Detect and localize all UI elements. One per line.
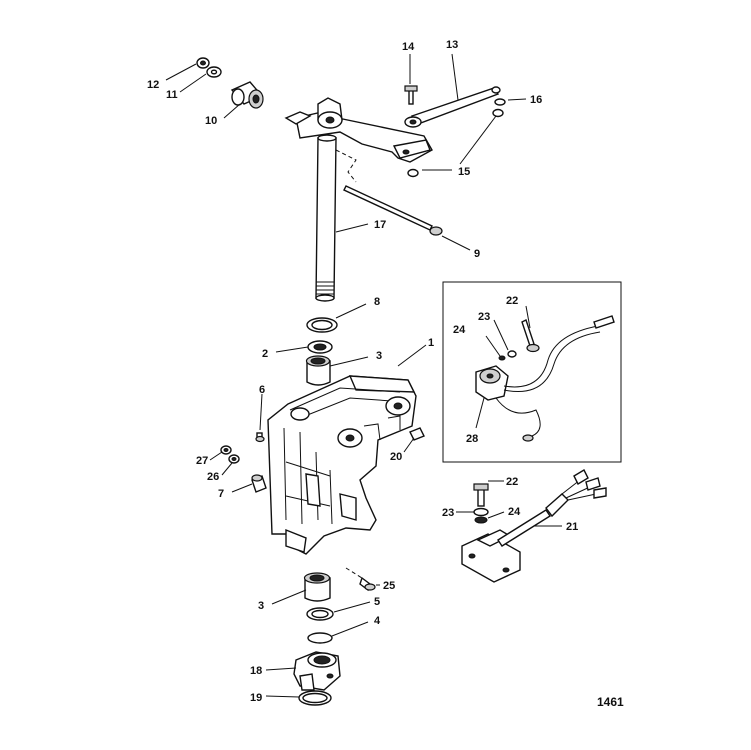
callout-15a: 15 — [458, 166, 470, 178]
callout-3a: 3 — [376, 350, 382, 362]
ring-part-4 — [307, 632, 333, 644]
callout-5: 5 — [374, 596, 380, 608]
callout-25: 25 — [383, 580, 395, 592]
callout-10: 10 — [205, 115, 217, 127]
callout-28: 28 — [466, 433, 478, 445]
callout-13: 13 — [446, 39, 458, 51]
callout-2: 2 — [262, 348, 268, 360]
washer-part-5 — [306, 607, 334, 621]
callout-18: 18 — [250, 665, 262, 677]
nut-hole-27 — [223, 448, 229, 452]
pin-part-7 — [251, 474, 267, 493]
nut-hole-15a — [409, 119, 417, 125]
callout-1: 1 — [428, 337, 434, 349]
fitting-part-20 — [409, 427, 425, 441]
callout-14: 14 — [402, 41, 415, 53]
callout-6: 6 — [259, 384, 265, 396]
washer-part-11 — [206, 66, 222, 78]
inset-box — [442, 281, 622, 463]
callout-3b: 3 — [258, 600, 264, 612]
callout-labels: 1 2 3 3 4 5 6 7 8 9 10 11 12 13 14 15 15… — [147, 39, 624, 709]
callout-27: 27 — [196, 455, 208, 467]
callout-4: 4 — [374, 615, 381, 627]
sender-part-21 — [461, 469, 607, 583]
callout-23a: 23 — [478, 311, 490, 323]
figure-number: 1461 — [597, 695, 624, 709]
callout-17: 17 — [374, 219, 386, 231]
callout-16: 16 — [530, 94, 542, 106]
callout-8: 8 — [374, 296, 380, 308]
switch-part-28 — [475, 315, 615, 442]
bushing-part-3-lower — [303, 572, 331, 602]
swivel-bracket-part-1 — [267, 375, 417, 555]
steering-arm — [284, 97, 433, 183]
callout-21: 21 — [566, 521, 578, 533]
leader-lines — [165, 53, 562, 698]
long-bolt-part-9 — [343, 185, 443, 236]
callout-20: 20 — [390, 451, 402, 463]
callout-9: 9 — [474, 248, 480, 260]
washer-part-24 — [474, 516, 488, 524]
washer-part-16 — [494, 98, 506, 106]
screw-part-22 — [473, 483, 489, 507]
washer-part-24-inset — [498, 355, 506, 361]
callout-26: 26 — [207, 471, 219, 483]
washer-part-23 — [473, 507, 489, 517]
ring-part-19 — [298, 690, 332, 706]
seal-part-2 — [307, 340, 333, 354]
washer-part-23-inset — [507, 350, 517, 358]
callout-11: 11 — [166, 89, 178, 101]
callout-24b: 24 — [508, 506, 521, 518]
callout-19: 19 — [250, 692, 262, 704]
nut-part-15b — [492, 108, 504, 118]
callout-12: 12 — [147, 79, 159, 91]
screw-part-22-inset — [521, 319, 540, 353]
link-rod-part-13 — [410, 86, 501, 125]
fitting-part-6 — [255, 432, 265, 443]
callout-7: 7 — [218, 488, 224, 500]
bushing-part-10 — [230, 81, 264, 109]
callout-22b: 22 — [506, 476, 518, 488]
washer-hole-26 — [231, 457, 237, 461]
bolt-part-14 — [404, 85, 418, 105]
callout-23b: 23 — [442, 507, 454, 519]
washer-part-8 — [306, 317, 338, 333]
callout-22a: 22 — [506, 295, 518, 307]
screw-part-25 — [345, 567, 376, 592]
steering-tube-part-17 — [315, 134, 337, 302]
nut-part-15c — [407, 168, 419, 178]
callout-24a: 24 — [453, 324, 466, 336]
nut-part-12 — [196, 57, 210, 69]
yoke-part-18 — [293, 651, 341, 691]
bushing-part-3-upper — [305, 355, 331, 386]
